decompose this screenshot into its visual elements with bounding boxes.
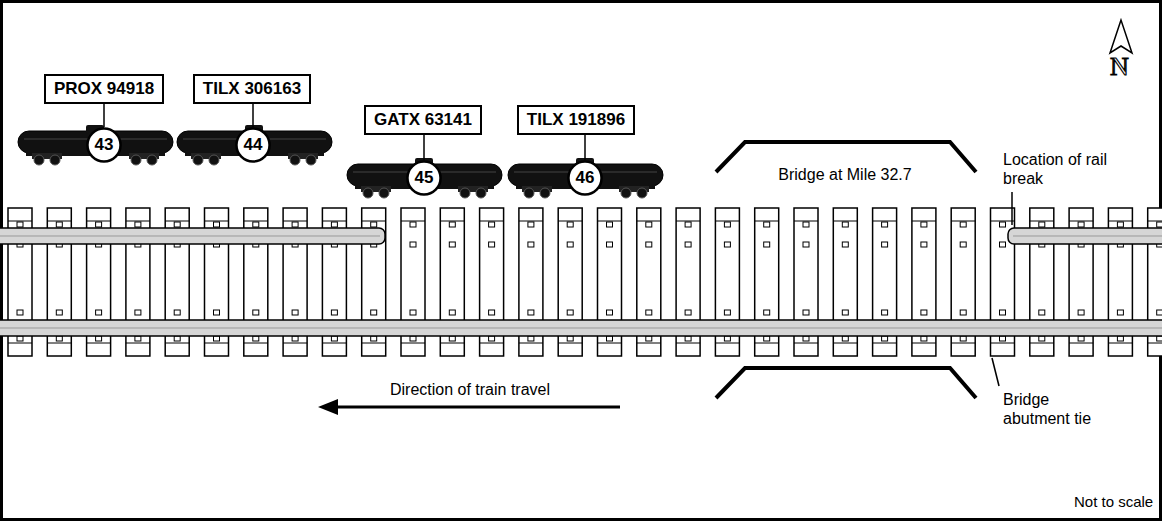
direction-arrowhead [318,399,338,415]
car-id: TILX 191896 [527,110,625,130]
scale-note: Not to scale [1074,492,1153,511]
leader-line [423,135,425,160]
north-arrow [1110,20,1132,53]
leader-line [992,358,999,386]
direction-label: Direction of train travel [390,380,550,399]
rail-break-label: Location of rail break [1003,150,1121,188]
callout-number: 46 [567,160,603,196]
callout-number: 45 [406,160,442,196]
leader-line [584,135,586,160]
car-id-box: PROX 94918 [44,74,164,104]
car-id-box: TILX 306163 [193,74,311,104]
leader-line [103,104,105,127]
tank-cars [18,125,663,198]
car-id-box: GATX 63141 [364,105,482,135]
car-id-box: TILX 191896 [517,105,635,135]
callout-number: 43 [86,127,122,163]
direction-arrow [336,406,620,409]
car-id: TILX 306163 [203,79,301,99]
car-id: PROX 94918 [54,79,154,99]
leader-line [252,104,254,127]
car-id: GATX 63141 [374,110,472,130]
rails [0,228,1162,336]
car-position: 43 [95,135,114,155]
north-label: N [1110,53,1129,81]
callout-number: 44 [235,127,271,163]
bridge-bracket [716,368,976,398]
car-position: 44 [244,135,263,155]
abutment-label: Bridge abutment tie [1003,390,1113,428]
leader-line [1011,192,1013,225]
bridge-label: Bridge at Mile 32.7 [778,165,911,184]
car-position: 45 [415,168,434,188]
car-position: 46 [576,168,595,188]
